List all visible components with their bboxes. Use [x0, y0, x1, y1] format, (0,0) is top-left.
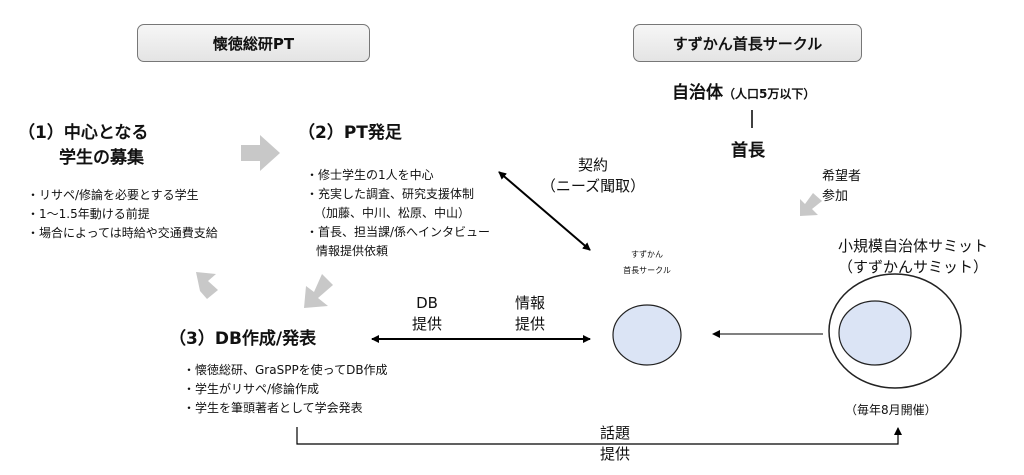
list-item: ・1〜1.5年動ける前提 — [27, 207, 150, 221]
jichitai-main: 自治体 — [672, 83, 723, 103]
db-provide-line1: DB — [416, 294, 438, 312]
summit-line2: （すずかんサミット） — [837, 258, 988, 276]
topic-connector — [296, 427, 902, 445]
right-header: すずかん首長サークル — [633, 24, 862, 62]
db-provide-label: DB 提供 — [402, 293, 452, 335]
contract-label: 契約 （ニーズ聞取） — [528, 155, 658, 197]
step1-title-line2: 学生の募集 — [59, 148, 144, 168]
contract-arrow — [498, 171, 591, 251]
step2-list: ・修士学生の1人を中心 ・充実した調査、研究支援体制 （加藤、中川、松原、中山）… — [306, 166, 490, 261]
list-item: 情報提供依頼 — [316, 244, 389, 258]
step2-title: （2）PT発足 — [298, 123, 402, 143]
shucho-label: 首長 — [731, 141, 765, 161]
step1-title-line1: （1）中心となる — [18, 123, 149, 143]
kibosha-label: 希望者 参加 — [822, 167, 861, 207]
step1-list: ・リサペ/修論を必要とする学生 ・1〜1.5年動ける前提 ・場合によっては時給や… — [27, 186, 218, 243]
circle-label: すずかん 首長サークル — [607, 247, 687, 279]
gray-arrows — [196, 135, 822, 308]
topic-line2: 提供 — [599, 445, 630, 463]
right-gray-arrow — [241, 135, 280, 171]
summit-label: 小規模自治体サミット （すずかんサミット） — [818, 236, 1008, 278]
jichitai-sub: （人口5万以下） — [723, 87, 816, 101]
list-item: ・懐徳総研、GraSPPを使ってDB作成 — [183, 363, 388, 377]
jichitai-label: 自治体（人口5万以下） — [672, 78, 815, 103]
info-provide-line2: 提供 — [514, 315, 545, 333]
list-item: ・修士学生の1人を中心 — [306, 168, 434, 182]
list-item: ・充実した調査、研究支援体制 — [306, 187, 475, 201]
up-left-gray-arrow — [196, 272, 218, 299]
contract-line1: 契約 — [577, 156, 608, 174]
info-provide-line1: 情報 — [514, 294, 545, 312]
circle-ellipse — [612, 304, 682, 366]
step3-title: （3）DB作成/発表 — [169, 329, 317, 349]
list-item: （加藤、中川、松原、中山） — [314, 206, 471, 220]
list-item: ・場合によっては時給や交通費支給 — [27, 226, 218, 240]
circle-label-line2: 首長サークル — [623, 266, 671, 275]
step3-list: ・懐徳総研、GraSPPを使ってDB作成 ・学生がリサペ/修論作成 ・学生を筆頭… — [183, 361, 388, 418]
annual-label: （毎年8月開催） — [845, 403, 937, 417]
summit-line1: 小規模自治体サミット — [837, 237, 988, 255]
topic-line1: 話題 — [599, 424, 630, 442]
list-item: ・学生を筆頭著者として学会発表 — [183, 401, 363, 415]
db-provide-line2: 提供 — [411, 315, 442, 333]
list-item: ・学生がリサペ/修論作成 — [183, 382, 320, 396]
down-left-small-gray-arrow — [800, 193, 822, 216]
circle-label-line1: すずかん — [631, 250, 663, 259]
list-item: ・首長、担当課/係へインタビュー — [306, 225, 491, 239]
kibosha-line2: 参加 — [822, 189, 849, 204]
down-left-gray-arrow — [304, 274, 333, 308]
topic-label: 話題 提供 — [590, 423, 640, 465]
kibosha-line1: 希望者 — [822, 169, 862, 184]
left-header: 懐徳総研PT — [137, 24, 370, 62]
contract-line2: （ニーズ聞取） — [540, 177, 646, 195]
info-provide-label: 情報 提供 — [505, 293, 555, 335]
list-item: ・リサペ/修論を必要とする学生 — [27, 188, 199, 202]
summit-inner-ellipse — [838, 300, 912, 366]
